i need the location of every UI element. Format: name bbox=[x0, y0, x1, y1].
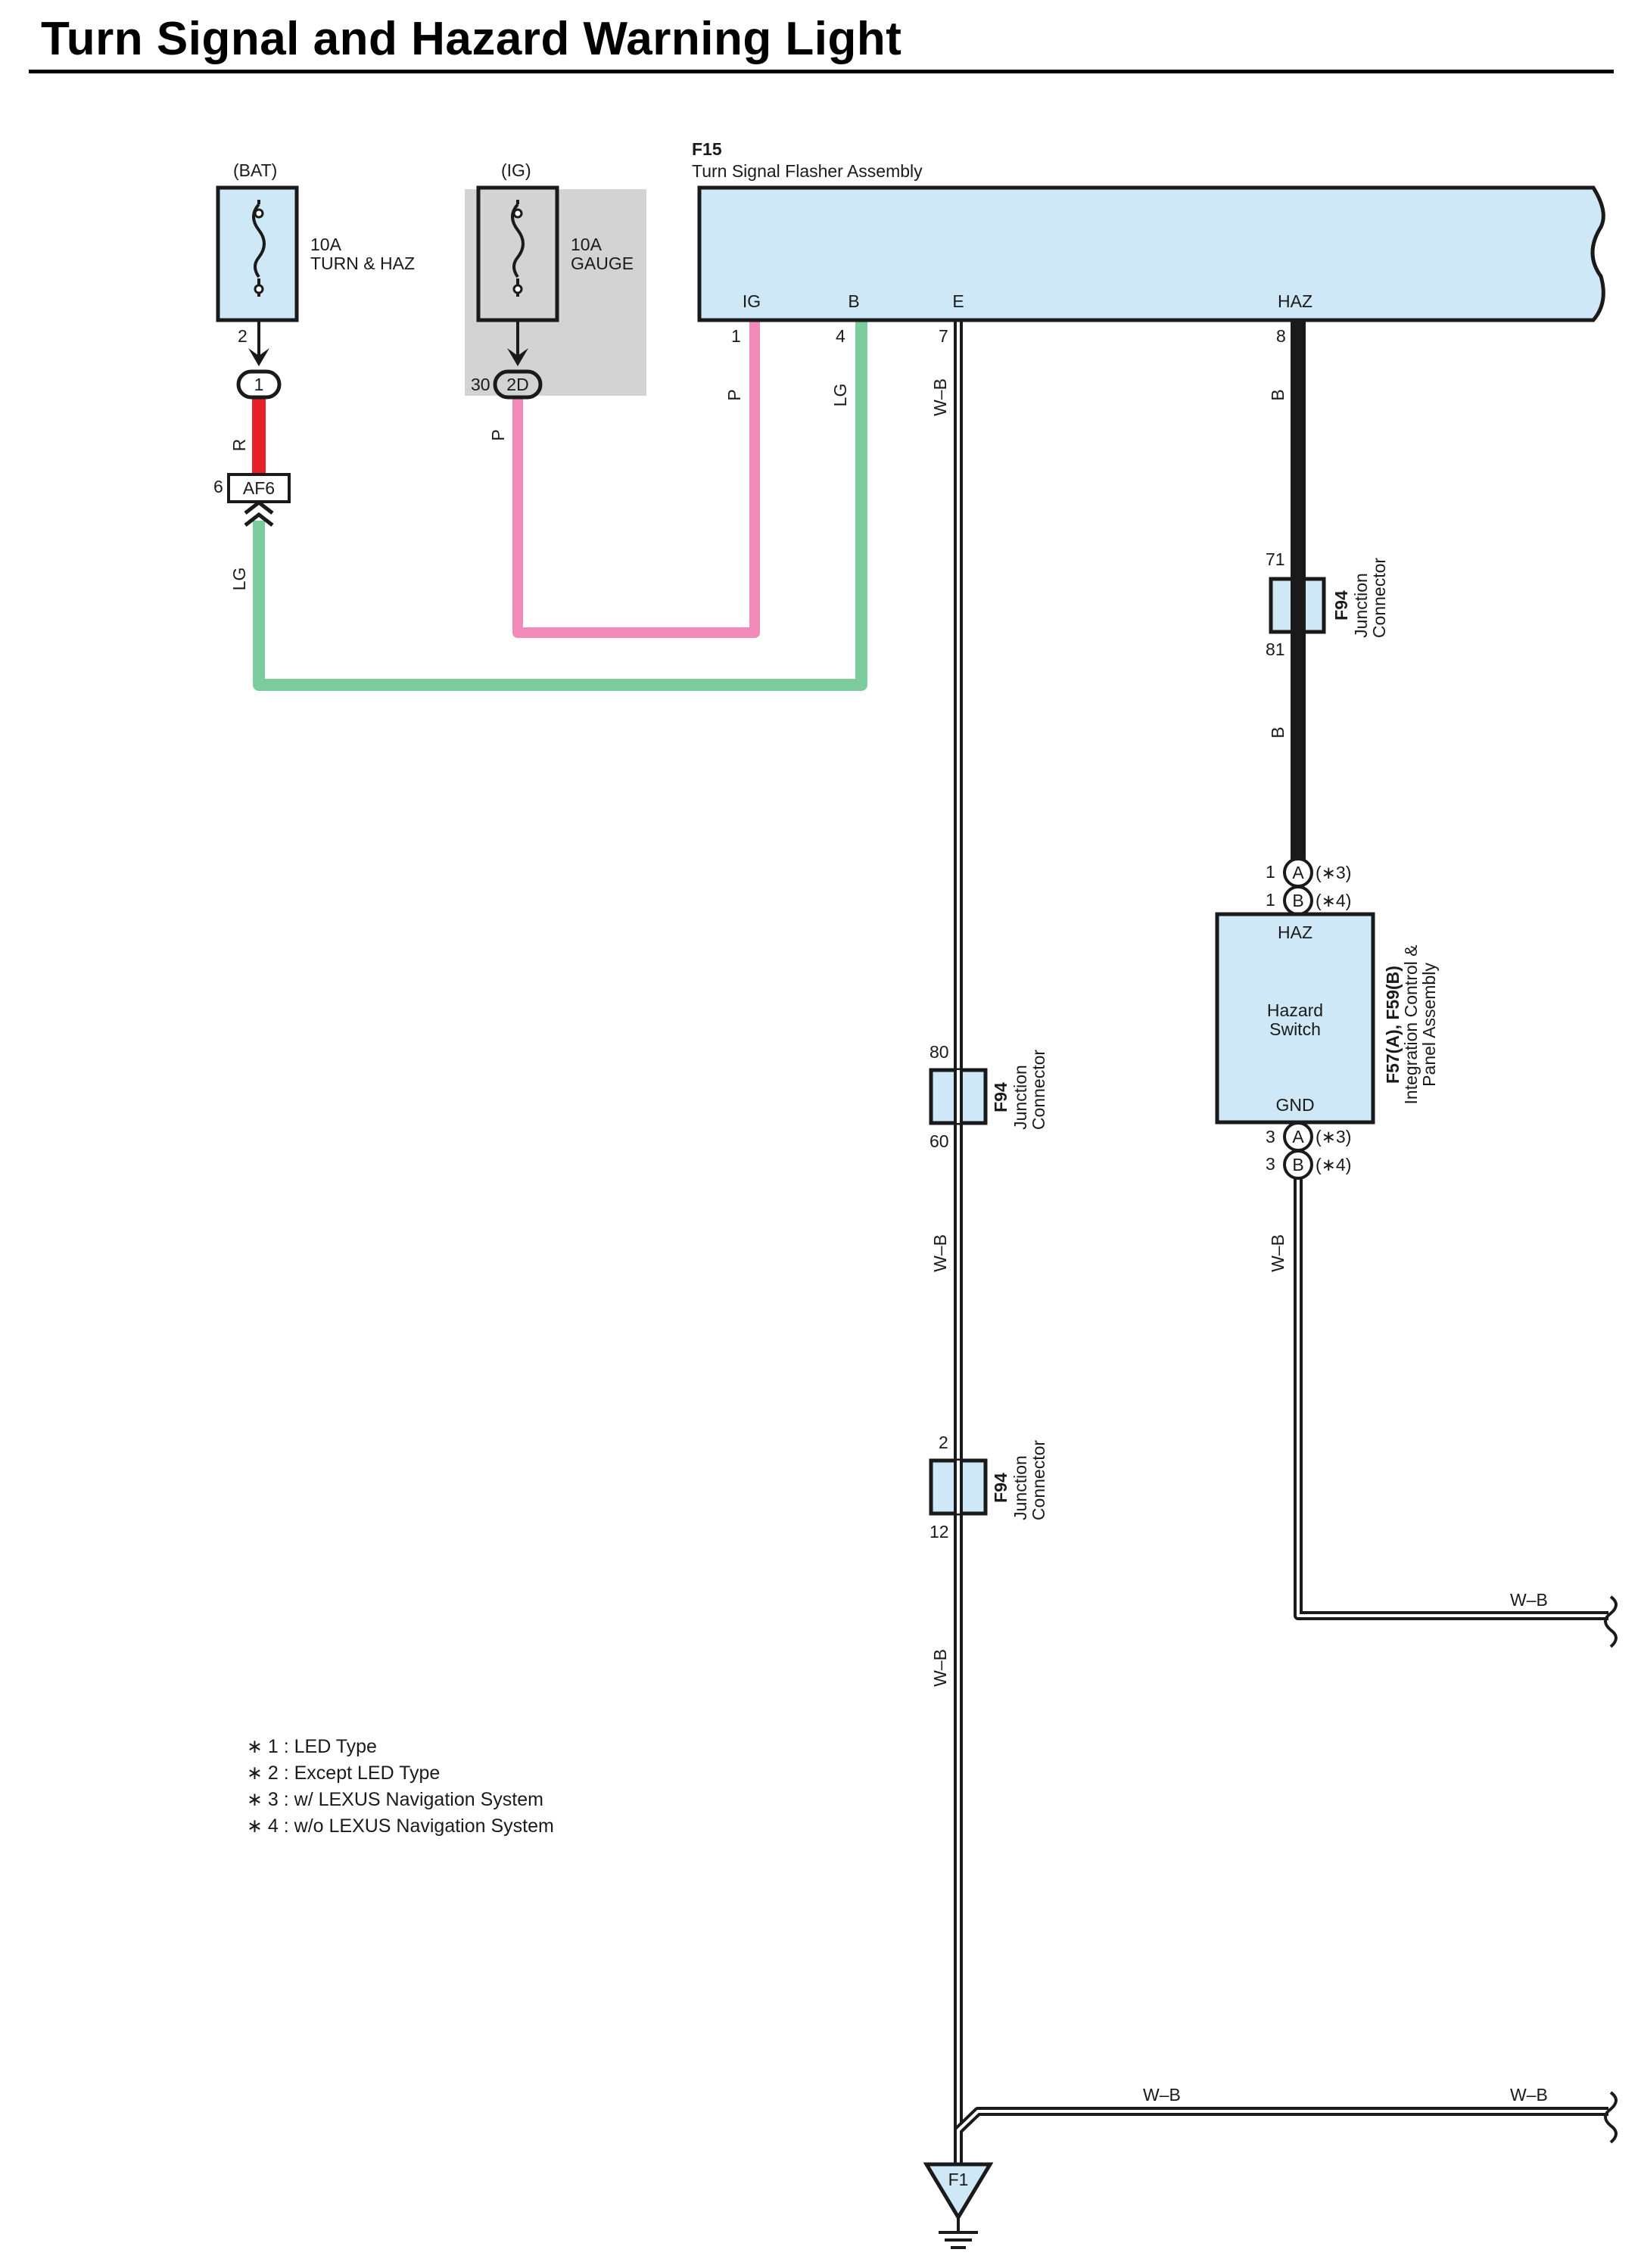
switch-terminal-haz: HAZ bbox=[1278, 922, 1312, 942]
fuse-bat-arrow-icon bbox=[248, 348, 269, 366]
wire-label-b-lower: B bbox=[1268, 726, 1288, 738]
flasher-body bbox=[697, 185, 1605, 322]
wire-label-b-flasher: B bbox=[1268, 389, 1288, 400]
switch-assembly-line2: Panel Assembly bbox=[1419, 963, 1439, 1087]
flasher-terminal-haz: HAZ bbox=[1278, 291, 1312, 311]
junction-ground1-name2: Connector bbox=[1029, 1050, 1048, 1130]
switch-assembly-line1: Integration Control & bbox=[1401, 945, 1421, 1105]
ground-icon bbox=[939, 2217, 978, 2249]
wire-label-lg-af6: LG bbox=[229, 568, 249, 591]
switch-bottom-pin-b: 3 bbox=[1266, 1154, 1275, 1174]
ground-triangle bbox=[923, 2162, 994, 2221]
switch-bottom-conn-a-label: A bbox=[1292, 1127, 1304, 1146]
connector-1 bbox=[236, 369, 282, 400]
fuse-ig-arrow-icon bbox=[507, 348, 528, 366]
wire-label-p-ig: P bbox=[488, 429, 508, 440]
legend-item: ∗ 3 : w/ LEXUS Navigation System bbox=[247, 1789, 543, 1810]
wire-label-wb-branch-right: W–B bbox=[1510, 1590, 1548, 1610]
wire-break-right-2 bbox=[1604, 2091, 1618, 2144]
junction-ground1-pin-top: 80 bbox=[929, 1042, 949, 1062]
wire-label-wb-flasher: W–B bbox=[930, 378, 950, 416]
switch-terminal-gnd: GND bbox=[1275, 1095, 1314, 1115]
connector-af6-label: AF6 bbox=[243, 478, 275, 498]
flasher-pin-haz: 8 bbox=[1276, 326, 1286, 346]
switch-name-line1: Hazard bbox=[1267, 1000, 1323, 1020]
flasher-pin-e: 7 bbox=[939, 326, 948, 346]
wire-break-right-1 bbox=[1604, 1595, 1618, 1648]
switch-top-note-a: (∗3) bbox=[1316, 863, 1351, 882]
junction-haz-name2: Connector bbox=[1369, 558, 1389, 638]
wire-label-lg-flasher: LG bbox=[830, 384, 850, 407]
wire-label-wb-mid: W–B bbox=[930, 1234, 950, 1272]
wire-wb-ground bbox=[954, 322, 1608, 2168]
junction-haz-name: Junction bbox=[1351, 573, 1371, 638]
junction-ground2-pin-top: 2 bbox=[939, 1433, 948, 1452]
wire-label-wb-bottom-right: W–B bbox=[1510, 2085, 1548, 2105]
junction-haz-pin-top: 71 bbox=[1266, 549, 1285, 569]
switch-top-conn-a-label: A bbox=[1292, 863, 1304, 882]
legend-item: ∗ 2 : Except LED Type bbox=[247, 1762, 440, 1784]
hazard-switch-box bbox=[1215, 912, 1375, 1125]
fuse-ig-name: GAUGE bbox=[571, 254, 634, 273]
legend: ∗ 1 : LED Type ∗ 2 : Except LED Type ∗ 3… bbox=[247, 1736, 554, 1837]
connector-af6 bbox=[227, 473, 291, 503]
fuse-bat-rating: 10A bbox=[310, 235, 342, 254]
junction-ground1-name: Junction bbox=[1010, 1065, 1030, 1130]
flasher-name: Turn Signal Flasher Assembly bbox=[692, 161, 923, 181]
switch-code: F57(A), F59(B) bbox=[1383, 966, 1403, 1084]
flasher-pin-b: 4 bbox=[836, 326, 845, 346]
flasher-terminal-e: E bbox=[952, 291, 964, 311]
wire-pink-ig bbox=[512, 322, 760, 638]
connector-2d-label: 2D bbox=[506, 375, 528, 394]
flasher-terminal-b: B bbox=[848, 291, 859, 311]
wire-label-p-flasher: P bbox=[724, 389, 744, 400]
wire-wb-switch bbox=[1294, 1177, 1608, 1620]
fuse-bat-pin: 2 bbox=[238, 326, 248, 346]
wire-label-r: R bbox=[229, 439, 249, 452]
legend-item: ∗ 1 : LED Type bbox=[247, 1736, 377, 1757]
legend-item: ∗ 4 : w/o LEXUS Navigation System bbox=[247, 1815, 554, 1837]
switch-top-pin-a: 1 bbox=[1266, 862, 1275, 882]
switch-name-line2: Switch bbox=[1269, 1019, 1321, 1039]
switch-top-conn-b-label: B bbox=[1292, 891, 1303, 910]
fuse-bat-name: TURN & HAZ bbox=[310, 254, 415, 273]
junction-ground2-code: F94 bbox=[991, 1473, 1010, 1503]
title-rule bbox=[29, 70, 1614, 73]
fuse-ig-source: (IG) bbox=[501, 160, 531, 180]
flasher-terminal-ig: IG bbox=[743, 291, 761, 311]
junction-ground1-code: F94 bbox=[991, 1082, 1010, 1112]
switch-bottom-note-a: (∗3) bbox=[1316, 1127, 1351, 1146]
af6-pin: 6 bbox=[213, 477, 223, 496]
switch-top-pin-b: 1 bbox=[1266, 890, 1275, 910]
page-title: Turn Signal and Hazard Warning Light bbox=[41, 13, 902, 65]
flasher-code: F15 bbox=[692, 139, 722, 159]
switch-bottom-conn-b-label: B bbox=[1292, 1155, 1303, 1174]
fuse-ig-pin: 30 bbox=[471, 375, 490, 394]
wire-label-wb-bottom-left: W–B bbox=[1143, 2085, 1181, 2105]
wire-lg-af6 bbox=[253, 322, 867, 691]
switch-bottom-pin-a: 3 bbox=[1266, 1127, 1275, 1146]
fuse-ig-box bbox=[476, 185, 559, 322]
af6-chevron-icon bbox=[244, 499, 274, 527]
junction-ground2-name: Junction bbox=[1010, 1455, 1030, 1520]
connector-2d bbox=[493, 369, 543, 400]
connector-1-label: 1 bbox=[254, 375, 264, 394]
fuse-ig-rating: 10A bbox=[571, 235, 603, 254]
junction-ground2-pin-bottom: 12 bbox=[929, 1522, 949, 1542]
switch-bottom-note-b: (∗4) bbox=[1316, 1155, 1351, 1174]
wire-label-wb-switch: W–B bbox=[1268, 1234, 1288, 1272]
switch-bottom-conn-b bbox=[1283, 1150, 1313, 1180]
junction-haz-code: F94 bbox=[1331, 590, 1351, 621]
flasher-pin-ig: 1 bbox=[731, 326, 741, 346]
junction-ground2-name2: Connector bbox=[1029, 1440, 1048, 1520]
fuse-bat-source: (BAT) bbox=[233, 160, 277, 180]
ground-label: F1 bbox=[948, 2170, 969, 2189]
wire-label-wb-low: W–B bbox=[930, 1649, 950, 1687]
switch-top-note-b: (∗4) bbox=[1316, 891, 1351, 910]
junction-haz-pin-bottom: 81 bbox=[1266, 639, 1285, 659]
junction-ground1-pin-bottom: 60 bbox=[929, 1131, 949, 1151]
